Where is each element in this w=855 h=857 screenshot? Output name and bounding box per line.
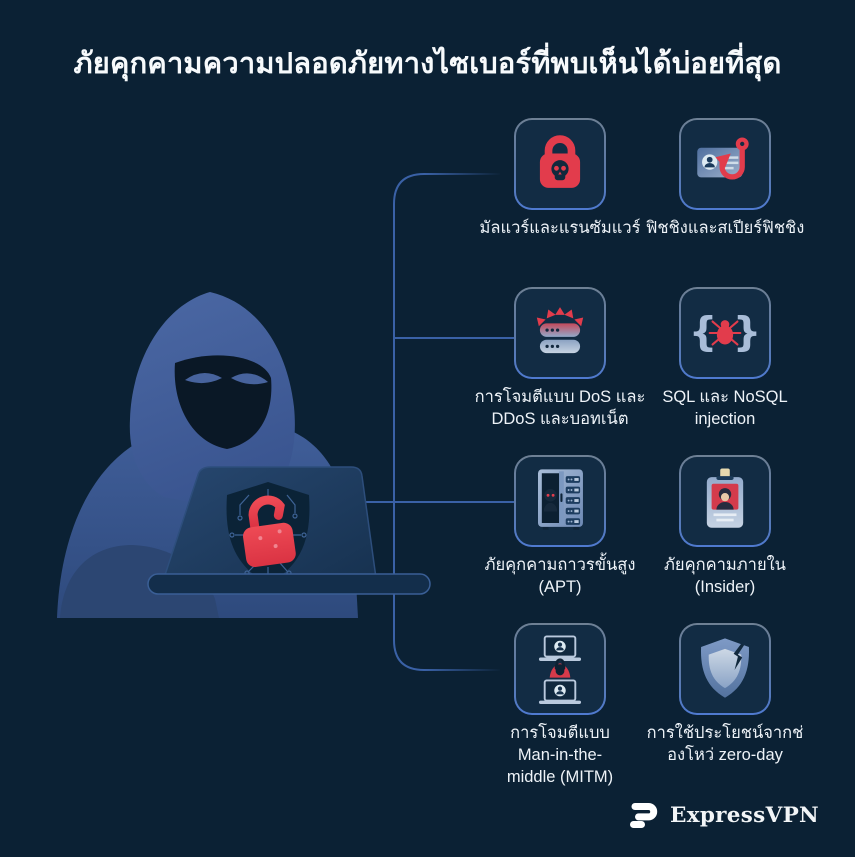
threat-item-phishing: ฟิชชิงและสเปียร์ฟิชชิง — [646, 118, 804, 237]
threat-card-phishing — [679, 118, 771, 210]
server-cabinet-intruder-icon — [538, 469, 583, 530]
two-laptops-interceptor-icon — [538, 635, 582, 705]
cracked-shield-icon — [700, 638, 750, 698]
threat-card-apt — [514, 455, 606, 547]
page-title: ภัยคุกคามความปลอดภัยทางไซเบอร์ที่พบเห็นไ… — [73, 48, 782, 80]
code-braces-bug-icon: { } — [689, 309, 762, 355]
open-padlock-icon — [243, 495, 296, 568]
threat-item-sql: { } SQL และ NoSQL injection — [662, 287, 788, 428]
hacker-left-eye — [185, 372, 222, 384]
server-attack-arrows-icon — [536, 307, 584, 354]
laptop-lid — [162, 466, 377, 589]
hooded-hacker-illustration — [57, 292, 431, 618]
expressvpn-logo-icon — [630, 803, 658, 828]
brand-lockup: ExpressVPN — [624, 797, 819, 833]
threat-label-insider: ภัยคุกคามภายใน (Insider) — [664, 556, 786, 596]
threat-item-dos: การโจมตีแบบ DoS และ DDoS และบอทเน็ต — [475, 287, 645, 428]
threat-card-insider — [679, 455, 771, 547]
hacker-hood — [129, 292, 295, 507]
threat-label-apt: ภัยคุกคามถาวรขั้นสูง (APT) — [484, 556, 636, 596]
circuit-traces — [235, 489, 301, 577]
threat-card-sql: { } — [679, 287, 771, 379]
threat-item-malware: มัลแวร์และแรนซัมแวร์ — [480, 118, 640, 237]
threat-item-zeroday: การใช้ประโยชน์จากช่ องโหว่ zero-day — [647, 623, 803, 764]
padlock-skull-icon — [539, 135, 581, 188]
threat-item-mitm: การโจมตีแบบ Man-in-the- middle (MITM) — [507, 623, 613, 786]
brand-name: ExpressVPN — [670, 802, 819, 828]
threat-label-malware: มัลแวร์และแรนซัมแวร์ — [479, 219, 641, 237]
hacker-arm — [60, 545, 219, 618]
threat-card-malware — [514, 118, 606, 210]
threat-label-phishing: ฟิชชิงและสเปียร์ฟิชชิง — [645, 219, 805, 237]
employee-id-badge-icon — [706, 468, 744, 528]
threat-card-zeroday — [679, 623, 771, 715]
hacker-body — [57, 426, 358, 618]
shield-on-laptop — [226, 482, 310, 584]
laptop-base — [147, 573, 431, 595]
connector-corner-bottom — [393, 639, 425, 671]
hacker-face — [174, 355, 272, 449]
threat-label-mitm: การโจมตีแบบ Man-in-the- middle (MITM) — [506, 724, 614, 786]
threat-item-insider: ภัยคุกคามภายใน (Insider) — [664, 455, 786, 596]
threat-card-dos — [514, 287, 606, 379]
id-card-fishhook-icon — [697, 137, 749, 180]
hacker-right-eye — [231, 373, 268, 385]
circuit-dots — [229, 513, 307, 576]
threat-label-zeroday: การใช้ประโยชน์จากช่ องโหว่ zero-day — [646, 724, 804, 764]
threat-item-apt: ภัยคุกคามถาวรขั้นสูง (APT) — [485, 455, 635, 596]
threat-card-mitm — [514, 623, 606, 715]
threat-label-dos: การโจมตีแบบ DoS และ DDoS และบอทเน็ต — [474, 388, 646, 428]
connector-corner-top — [393, 173, 425, 205]
threat-label-sql: SQL และ NoSQL injection — [662, 388, 788, 428]
